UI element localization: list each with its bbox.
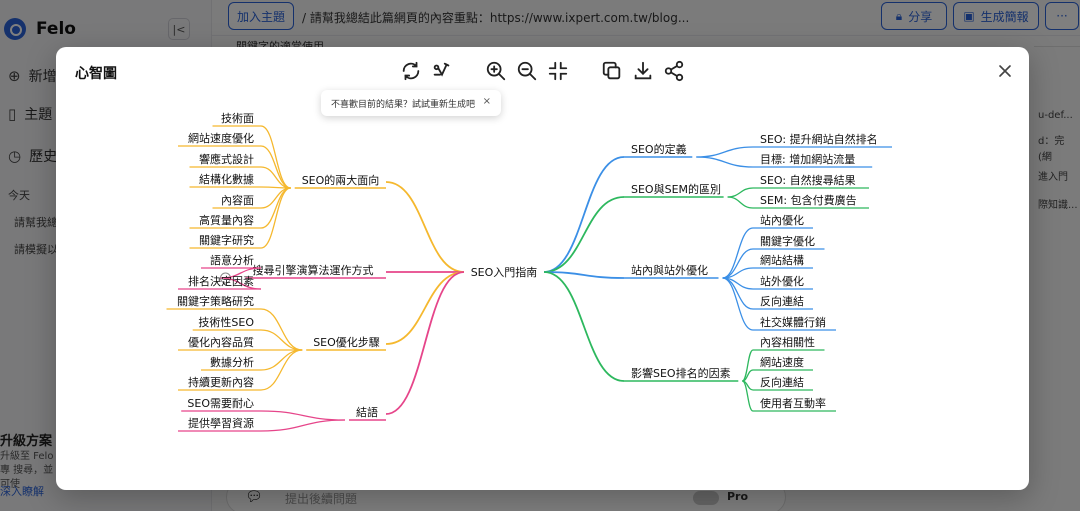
zoom-in-icon[interactable] xyxy=(485,60,507,82)
mindmap-leaf-node[interactable]: 反向連結 xyxy=(760,294,804,308)
mindmap-leaf-node[interactable]: 內容相關性 xyxy=(760,335,815,349)
mindmap-leaf-node[interactable]: 高質量內容 xyxy=(199,213,254,227)
tooltip-close-icon[interactable]: × xyxy=(482,96,491,107)
tooltip-text: 不喜歡目前的結果？試試重新生成吧 xyxy=(331,99,476,110)
mindmap-leaf-node[interactable]: 響應式設計 xyxy=(199,152,254,166)
mindmap-canvas[interactable]: SEO入門指南 SEO的兩大面向 技術面網站速度優化響應式設計結構化數據內容面高質量… xyxy=(56,47,1029,490)
mindmap-leaf-node[interactable]: 內容面 xyxy=(221,193,254,207)
mindmap-root-node[interactable]: SEO入門指南 xyxy=(471,265,538,279)
mindmap-branch-node[interactable]: SEO優化步驟 xyxy=(313,335,380,349)
modal-title: 心智圖 xyxy=(75,66,117,82)
mindmap-branch-node[interactable]: 站內與站外優化 xyxy=(631,263,708,277)
mindmap-leaf-node[interactable]: 網站速度 xyxy=(760,355,804,369)
mindmap-branch-node[interactable]: SEO的定義 xyxy=(631,142,687,156)
mindmap-leaf-node[interactable]: 技術面 xyxy=(221,112,254,125)
close-icon[interactable] xyxy=(995,61,1015,81)
mindmap-leaf-node[interactable]: 排名決定因素 xyxy=(188,274,254,288)
mindmap-leaf-node[interactable]: 提供學習資源 xyxy=(188,416,254,430)
mindmap-leaf-node[interactable]: 結構化數據 xyxy=(199,172,254,186)
mindmap-modal: SEO入門指南 SEO的兩大面向 技術面網站速度優化響應式設計結構化數據內容面高質量… xyxy=(56,47,1029,490)
download-icon[interactable] xyxy=(632,60,654,82)
regenerate-icon[interactable] xyxy=(400,60,422,82)
mindmap-leaf-node[interactable]: 語意分析 xyxy=(210,253,254,267)
mindmap-leaf-node[interactable]: 站外優化 xyxy=(760,274,804,288)
mindmap-leaf-node[interactable]: 持續更新內容 xyxy=(188,375,254,389)
mindmap-leaf-node[interactable]: SEO需要耐心 xyxy=(187,397,254,410)
mindmap-branch-node[interactable]: SEO的兩大面向 xyxy=(302,173,380,187)
mindmap-branch-node[interactable]: 結語 xyxy=(356,405,378,419)
mindmap-leaf-node[interactable]: 關鍵字研究 xyxy=(199,233,254,247)
copy-icon[interactable] xyxy=(601,60,623,82)
share-icon[interactable] xyxy=(663,60,685,82)
mindmap-branch-node[interactable]: SEO與SEM的區別 xyxy=(631,182,721,196)
mindmap-leaf-node[interactable]: 關鍵字策略研究 xyxy=(177,294,254,308)
mindmap-leaf-node[interactable]: 使用者互動率 xyxy=(760,396,826,410)
mindmap-leaf-node[interactable]: SEM: 包含付費廣告 xyxy=(760,193,857,207)
mindmap-leaf-node[interactable]: 關鍵字優化 xyxy=(760,234,815,248)
mindmap-leaf-node[interactable]: 網站速度優化 xyxy=(188,131,254,145)
mindmap-leaf-node[interactable]: 技術性SEO xyxy=(198,315,254,329)
mindmap-leaf-node[interactable]: 站內優化 xyxy=(760,213,804,227)
mindmap-leaf-node[interactable]: 網站結構 xyxy=(760,253,804,267)
mindmap-branch-node[interactable]: 搜尋引擎演算法運作方式 xyxy=(253,263,374,277)
mindmap-leaf-node[interactable]: 反向連結 xyxy=(760,375,804,389)
mindmap-leaf-node[interactable]: SEO: 自然搜尋結果 xyxy=(760,173,856,187)
mindmap-leaf-node[interactable]: 目標: 增加網站流量 xyxy=(760,152,855,166)
mindmap-leaf-node[interactable]: 優化內容品質 xyxy=(188,335,254,349)
regenerate-tooltip: 不喜歡目前的結果？試試重新生成吧 × xyxy=(321,90,501,116)
mindmap-leaf-node[interactable]: 數據分析 xyxy=(210,355,254,369)
mindmap-leaf-node[interactable]: 社交媒體行銷 xyxy=(760,315,826,329)
edit-style-icon[interactable] xyxy=(431,60,453,82)
fit-screen-icon[interactable] xyxy=(547,60,569,82)
mindmap-leaf-node[interactable]: SEO: 提升網站自然排名 xyxy=(760,132,878,146)
mindmap-branch-node[interactable]: 影響SEO排名的因素 xyxy=(631,366,731,380)
zoom-out-icon[interactable] xyxy=(516,60,538,82)
